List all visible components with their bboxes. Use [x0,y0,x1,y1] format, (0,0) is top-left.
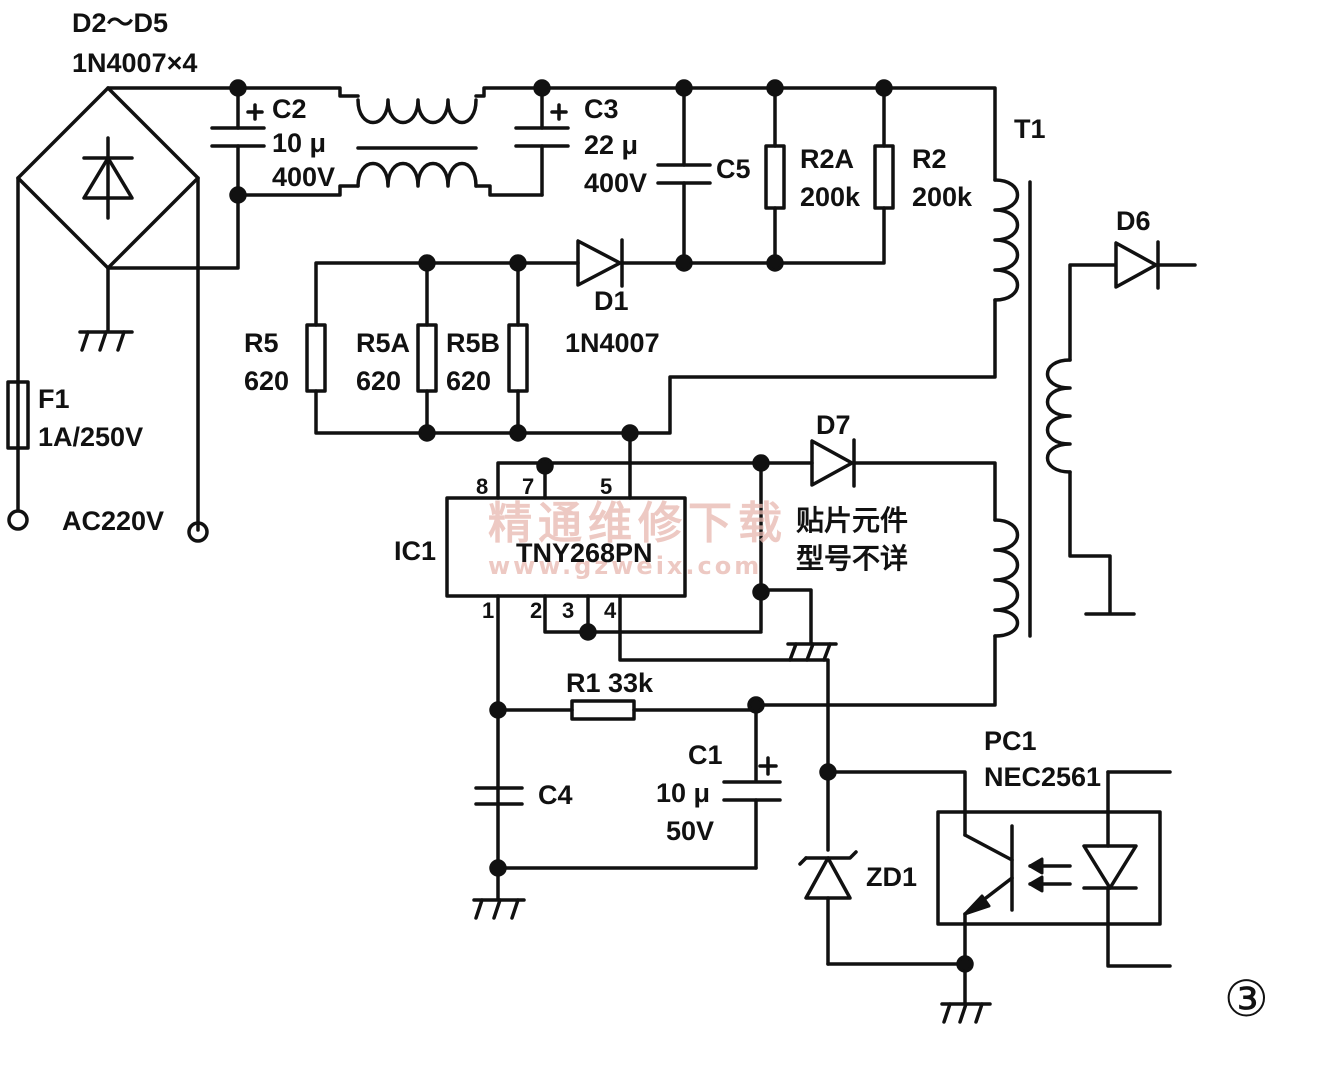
figure-number: ③ [1224,970,1269,1028]
label-pc1-ref: PC1 [984,726,1037,756]
label-c5-ref: C5 [716,154,751,184]
resistor-r2 [682,86,895,265]
label-r5b-val: 620 [446,366,491,396]
label-c2-volt: 400V [272,162,335,192]
label-ic1-part: TNY268PN [516,538,653,568]
label-pin-7: 7 [522,474,534,499]
capacitor-c4 [472,786,758,920]
label-pin-5: 5 [600,474,612,499]
label-t1-ref: T1 [1014,114,1046,144]
resistor-r5b [507,261,529,435]
label-c1-volt: 50V [666,816,714,846]
watermark-url: www.gzweix.com [488,552,762,580]
label-c2-ref: C2 [272,94,307,124]
label-f1-val: 1A/250V [38,422,143,452]
label-r5-val: 620 [244,366,289,396]
junction-dots [229,79,974,973]
label-d7-note-2: 型号不详 [796,542,908,575]
label-bridge-part: 1N4007×4 [72,48,197,78]
transformer-t1 [754,178,1136,707]
ground-symbol-bridge [78,330,134,352]
top-rail [540,86,997,182]
capacitor-c1 [722,703,782,870]
zener-zd1 [798,770,968,966]
drain-line [628,298,997,500]
label-c3-ref: C3 [584,94,619,124]
label-c4-ref: C4 [538,780,573,810]
label-d7-note-1: 贴片元件 [796,504,908,537]
capacitor-c5 [656,86,712,265]
label-r5a-val: 620 [356,366,401,396]
label-c2-cap: 10 μ [272,128,326,158]
label-r1: R1 33k [566,668,654,698]
label-c3-volt: 400V [584,168,647,198]
label-ic1-ref: IC1 [394,536,436,566]
bridge-rectifier [16,86,240,532]
label-d6-ref: D6 [1116,206,1151,236]
fuse-f1 [6,380,30,512]
diode-d6 [1114,240,1197,290]
label-r2a-ref: R2A [800,144,854,174]
label-f1-ref: F1 [38,384,70,414]
diode-d1 [576,238,624,288]
label-r5a-ref: R5A [356,328,410,358]
optocoupler-pc1 [936,770,1172,1024]
ac-terminal-left [7,509,29,531]
label-pin-4: 4 [604,598,617,623]
label-c1-cap: 10 μ [656,778,710,808]
label-ac-input: AC220V [62,506,164,536]
label-pin-8: 8 [476,474,488,499]
label-pin-1: 1 [482,598,494,623]
watermark-title: 精通维修下载 [488,498,788,549]
input-filter-inductor [236,86,544,197]
label-r5-ref: R5 [244,328,279,358]
capacitor-c2 [210,86,266,197]
label-bridge-ref: D2～D5 [72,8,168,38]
label-r2a-val: 200k [800,182,861,212]
label-d7-ref: D7 [816,410,851,440]
label-d1-part: 1N4007 [565,328,660,358]
label-zd1-ref: ZD1 [866,862,917,892]
capacitor-c3 [514,86,570,197]
resistor-r2a [764,86,786,265]
ic1-chip [445,461,838,870]
label-d1-ref: D1 [594,286,629,316]
label-r2-val: 200k [912,182,973,212]
resistor-r1 [496,699,758,721]
label-pin-3: 3 [562,598,574,623]
resistor-r5a [416,261,438,435]
ac-terminal-right [187,521,209,543]
label-c3-cap: 22 μ [584,130,638,160]
label-c1-ref: C1 [688,740,723,770]
label-r5b-ref: R5B [446,328,500,358]
label-pc1-part: NEC2561 [984,762,1101,792]
label-r2-ref: R2 [912,144,947,174]
label-pin-2: 2 [530,598,542,623]
